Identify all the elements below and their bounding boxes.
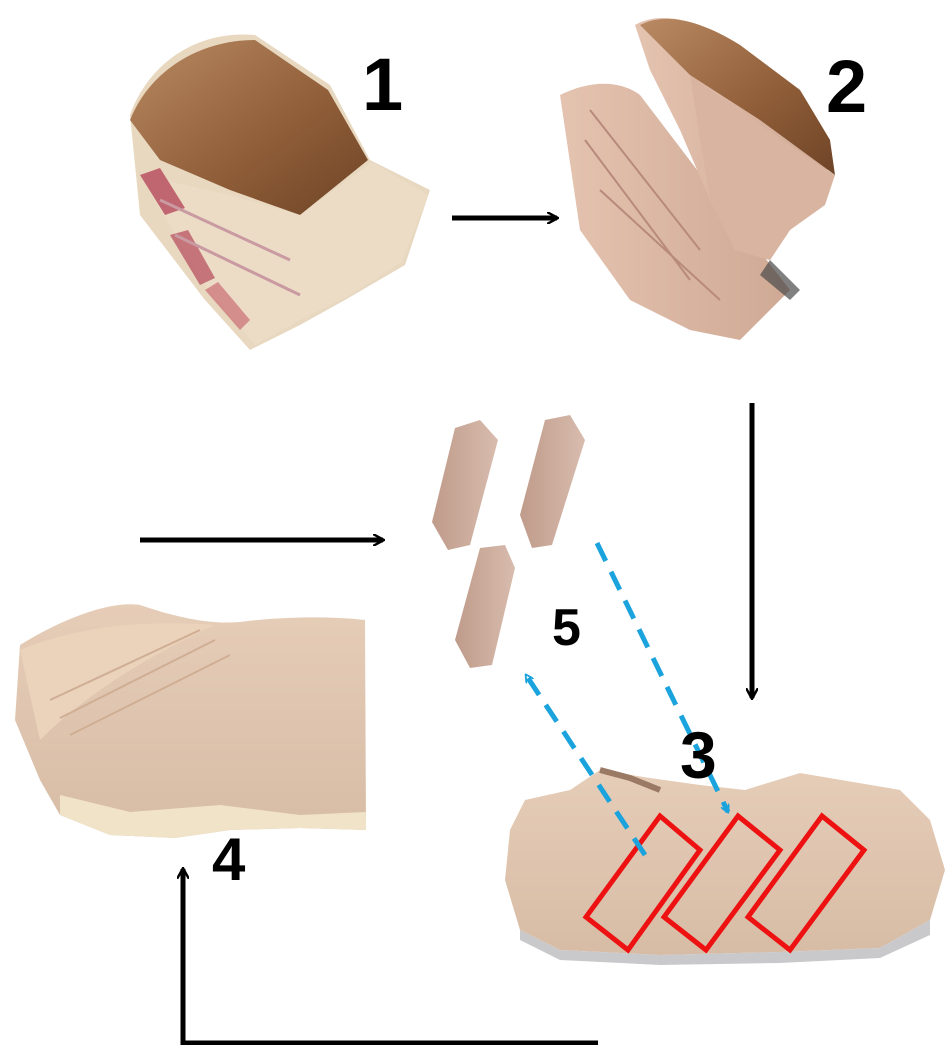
- cooked-slice-illustration: [505, 770, 945, 965]
- cooked-cross-section-illustration: [15, 604, 366, 838]
- step-label-5: 5: [552, 602, 581, 654]
- meat-strip-3: [455, 545, 515, 668]
- meat-strip-2: [520, 415, 585, 548]
- step-label-2: 2: [826, 50, 867, 124]
- meat-strip-1: [432, 420, 498, 550]
- step-label-1: 1: [362, 48, 403, 122]
- halved-meat-block-illustration: [560, 18, 835, 340]
- step-label-3: 3: [680, 722, 717, 788]
- step-label-4: 4: [212, 830, 245, 890]
